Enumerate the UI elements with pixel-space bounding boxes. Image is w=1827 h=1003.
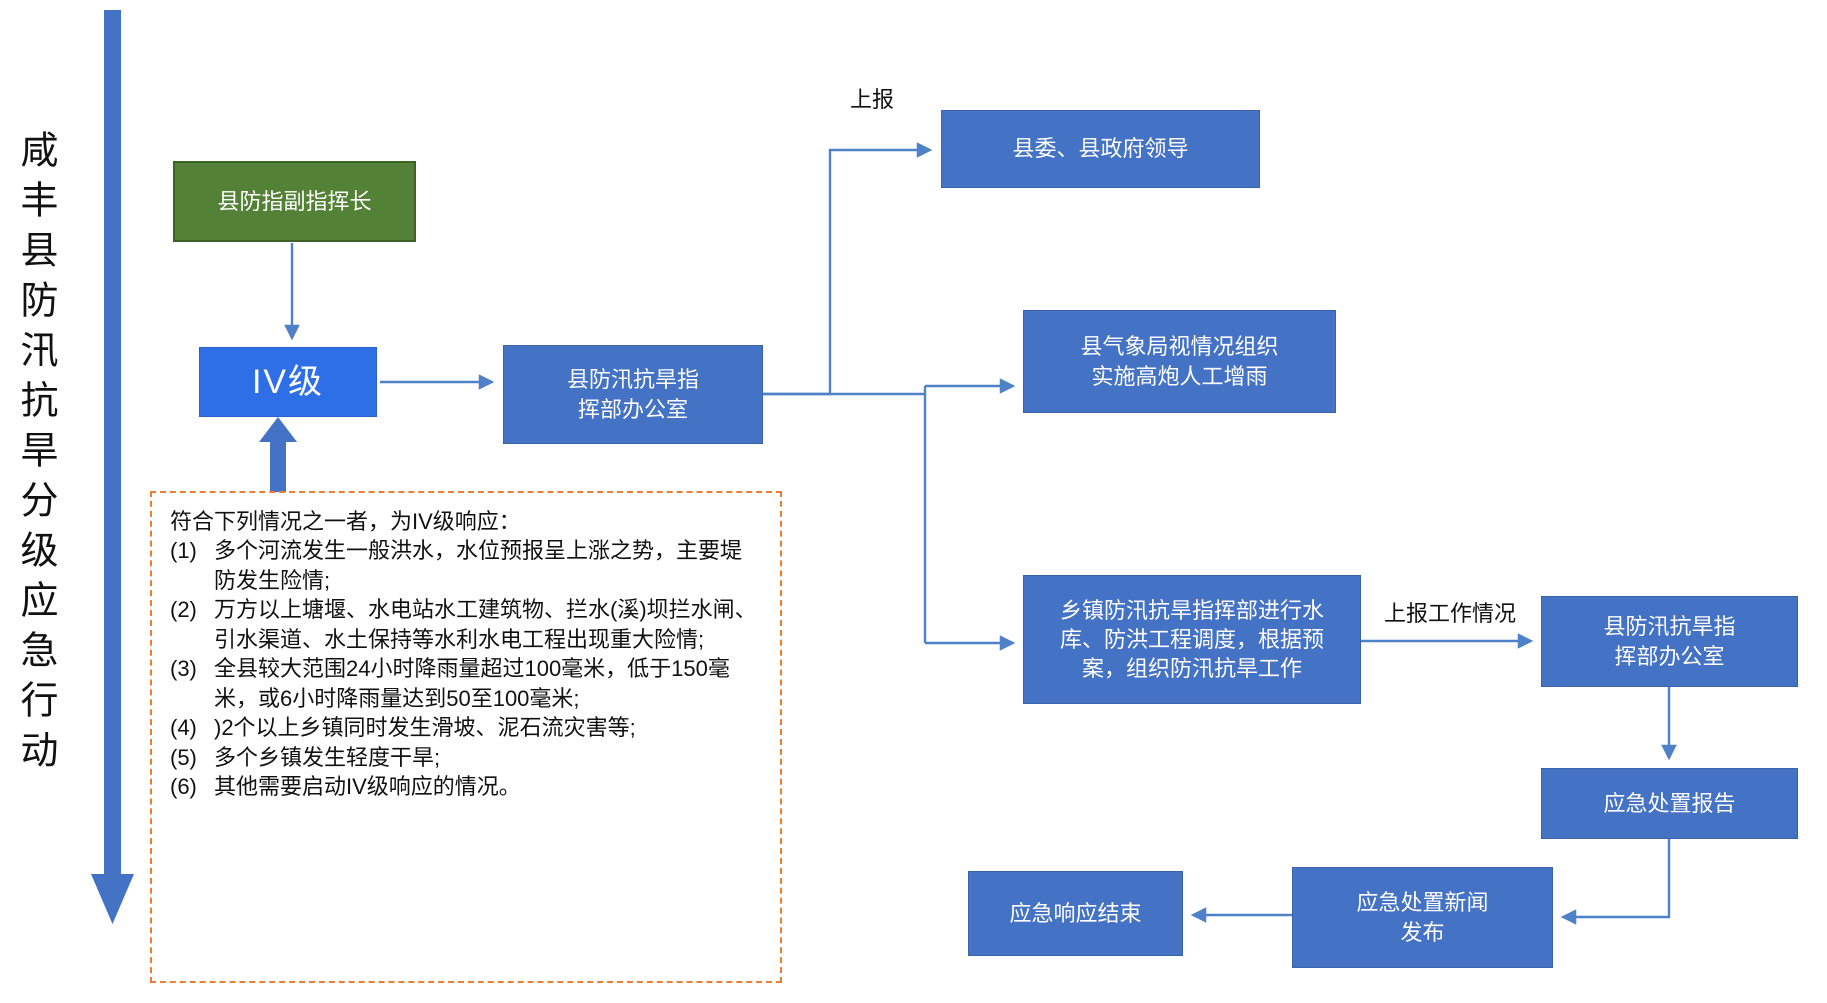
criteria-intro: 符合下列情况之一者，为IV级响应： [170, 509, 521, 534]
criteria-item-text: 全县较大范围24小时降雨量超过100毫米，低于150毫米，或6小时降雨量达到50… [214, 656, 730, 711]
timeline-down-arrow-shaft [104, 10, 121, 878]
node-township-hq: 乡镇防汛抗旱指挥部进行水 库、防洪工程调度，根据预 案，组织防汛抗旱工作 [1023, 575, 1361, 704]
criteria-item-marker: (2) [170, 597, 197, 623]
diagram-title-vertical: 咸丰县防汛抗旱分级应急行动 [14, 130, 56, 780]
criteria-panel: 符合下列情况之一者，为IV级响应： (1) 多个河流发生一般洪水，水位预报呈上涨… [150, 491, 782, 983]
criteria-item-text: 万方以上塘堰、水电站水工建筑物、拦水(溪)坝拦水闸、引水渠道、水土保持等水利水电… [214, 597, 757, 652]
criteria-up-arrow-head [259, 417, 297, 442]
timeline-down-arrow-head [91, 874, 134, 924]
criteria-up-arrow-shaft [270, 438, 286, 492]
node-deputy-commander: 县防指副指挥长 [173, 161, 416, 242]
criteria-item-text: 多个乡镇发生轻度干旱; [214, 744, 441, 770]
criteria-item-marker: (1) [170, 538, 197, 564]
criteria-item-text: 多个河流发生一般洪水，水位预报呈上涨之势，主要堤防发生险情; [214, 538, 743, 593]
criteria-item: (1) 多个河流发生一般洪水，水位预报呈上涨之势，主要堤防发生险情; [170, 536, 762, 595]
criteria-item: (5) 多个乡镇发生轻度干旱; [170, 743, 762, 772]
node-news-release: 应急处置新闻 发布 [1292, 867, 1553, 968]
criteria-item-text: 其他需要启动IV级响应的情况。 [214, 774, 521, 800]
criteria-item-marker: (6) [170, 774, 197, 800]
node-county-leaders: 县委、县政府领导 [941, 110, 1260, 188]
criteria-item-text: )2个以上乡镇同时发生滑坡、泥石流灾害等; [214, 715, 636, 741]
criteria-item-marker: (3) [170, 656, 197, 682]
criteria-item-marker: (4) [170, 715, 197, 741]
edge-report-to-news-arrow [1560, 839, 1671, 925]
criteria-item: (6) 其他需要启动IV级响应的情况。 [170, 772, 762, 801]
criteria-item: (2) 万方以上塘堰、水电站水工建筑物、拦水(溪)坝拦水闸、引水渠道、水土保持等… [170, 595, 762, 654]
criteria-item: (3) 全县较大范围24小时降雨量超过100毫米，低于150毫米，或6小时降雨量… [170, 654, 762, 713]
node-weather-bureau: 县气象局视情况组织 实施高炮人工增雨 [1023, 310, 1336, 413]
node-response-end: 应急响应结束 [968, 871, 1183, 956]
node-response-report: 应急处置报告 [1541, 768, 1798, 839]
node-level-iv: IV级 [199, 347, 377, 417]
edge-label-report-up: 上报 [850, 87, 895, 112]
edge-label-report-work: 上报工作情况 [1384, 601, 1517, 626]
criteria-item: (4) )2个以上乡镇同时发生滑坡、泥石流灾害等; [170, 713, 762, 742]
node-flood-office-right: 县防汛抗旱指 挥部办公室 [1541, 596, 1798, 687]
criteria-item-marker: (5) [170, 744, 197, 770]
edge-office-to-leaders-arrow [763, 142, 933, 396]
node-flood-office-top: 县防汛抗旱指 挥部办公室 [503, 345, 763, 444]
